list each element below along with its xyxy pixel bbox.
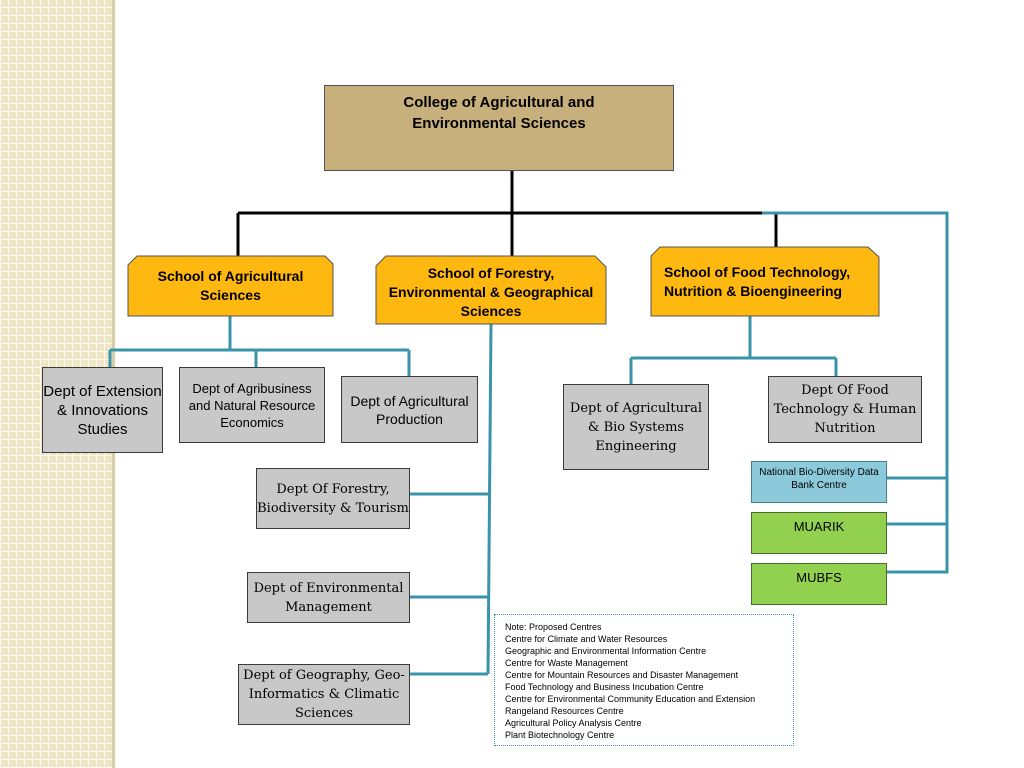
dept-forestry-label: Dept Of Forestry, Biodiversity & Tourism bbox=[257, 481, 409, 516]
dept-agribusiness-label: Dept of Agribusiness and Natural Resourc… bbox=[188, 380, 316, 430]
school-agricultural-sciences: School of Agricultural Sciences bbox=[138, 256, 323, 316]
dept-agribusiness: Dept of Agribusiness and Natural Resourc… bbox=[179, 367, 325, 443]
centre-muarik: MUARIK bbox=[751, 512, 887, 554]
centre-biodiversity: National Bio-Diversity Data Bank Centre bbox=[751, 461, 887, 503]
note-item: Centre for Climate and Water Resources bbox=[505, 634, 668, 644]
note-item: Centre for Mountain Resources and Disast… bbox=[505, 670, 739, 680]
dept-geography: Dept of Geography, Geo-Informatics & Cli… bbox=[238, 664, 410, 725]
centres-connector bbox=[762, 211, 949, 574]
school-food-technology: School of Food Technology, Nutrition & B… bbox=[664, 249, 864, 315]
proposed-centres-note: Note: Proposed Centres Centre for Climat… bbox=[494, 614, 794, 746]
note-item: Centre for Waste Management bbox=[505, 658, 628, 668]
dept-bio-systems-label: Dept of Agricultural & Bio Systems Engin… bbox=[569, 400, 703, 454]
dept-extension: Dept of Extension & Innovations Studies bbox=[42, 367, 163, 453]
food-school-shape bbox=[650, 246, 880, 317]
college-box: College of Agricultural and Environmenta… bbox=[324, 85, 674, 171]
centre-mubfs: MUBFS bbox=[751, 563, 887, 605]
note-item: Plant Biotechnology Centre bbox=[505, 730, 615, 740]
note-item: Centre for Environmental Community Educa… bbox=[505, 694, 756, 704]
school-agricultural-label: School of Agricultural Sciences bbox=[157, 268, 304, 303]
school-food-label: School of Food Technology, Nutrition & B… bbox=[664, 264, 851, 299]
dept-environmental-label: Dept of Environmental Management bbox=[253, 580, 404, 615]
college-title-line2: Environmental Sciences bbox=[412, 115, 586, 132]
dept-agricultural-production: Dept of Agricultural Production bbox=[341, 376, 478, 443]
note-item: Agricultural Policy Analysis Centre bbox=[505, 718, 642, 728]
centre-biodiversity-label: National Bio-Diversity Data Bank Centre bbox=[759, 467, 879, 491]
dept-forestry: Dept Of Forestry, Biodiversity & Tourism bbox=[256, 468, 410, 529]
forestry-school-shape bbox=[375, 255, 607, 325]
centre-mubfs-label: MUBFS bbox=[796, 570, 842, 585]
forestry-school-branch bbox=[486, 323, 493, 675]
dept-extension-label: Dept of Extension & Innovations Studies bbox=[43, 382, 162, 438]
centre-muarik-label: MUARIK bbox=[793, 519, 845, 534]
school-forestry: School of Forestry, Environmental & Geog… bbox=[388, 260, 594, 324]
note-item: Food Technology and Business Incubation … bbox=[505, 682, 704, 692]
dept-agri-production-label: Dept of Agricultural Production bbox=[350, 392, 469, 427]
dept-bio-systems-engineering: Dept of Agricultural & Bio Systems Engin… bbox=[563, 384, 709, 470]
note-title: Note: Proposed Centres bbox=[505, 622, 602, 632]
dept-geography-label: Dept of Geography, Geo-Informatics & Cli… bbox=[243, 668, 405, 721]
dept-food-tech-label: Dept Of Food Technology & Human Nutritio… bbox=[773, 383, 917, 436]
note-item: Geographic and Environmental Information… bbox=[505, 646, 707, 656]
dept-food-technology: Dept Of Food Technology & Human Nutritio… bbox=[768, 376, 922, 443]
agri-school-shape bbox=[127, 255, 334, 317]
school-forestry-label: School of Forestry, Environmental & Geog… bbox=[388, 264, 594, 319]
dept-environmental-management: Dept of Environmental Management bbox=[247, 572, 410, 623]
note-item: Rangeland Resources Centre bbox=[505, 706, 624, 716]
college-title-line1: College of Agricultural and bbox=[403, 94, 595, 111]
